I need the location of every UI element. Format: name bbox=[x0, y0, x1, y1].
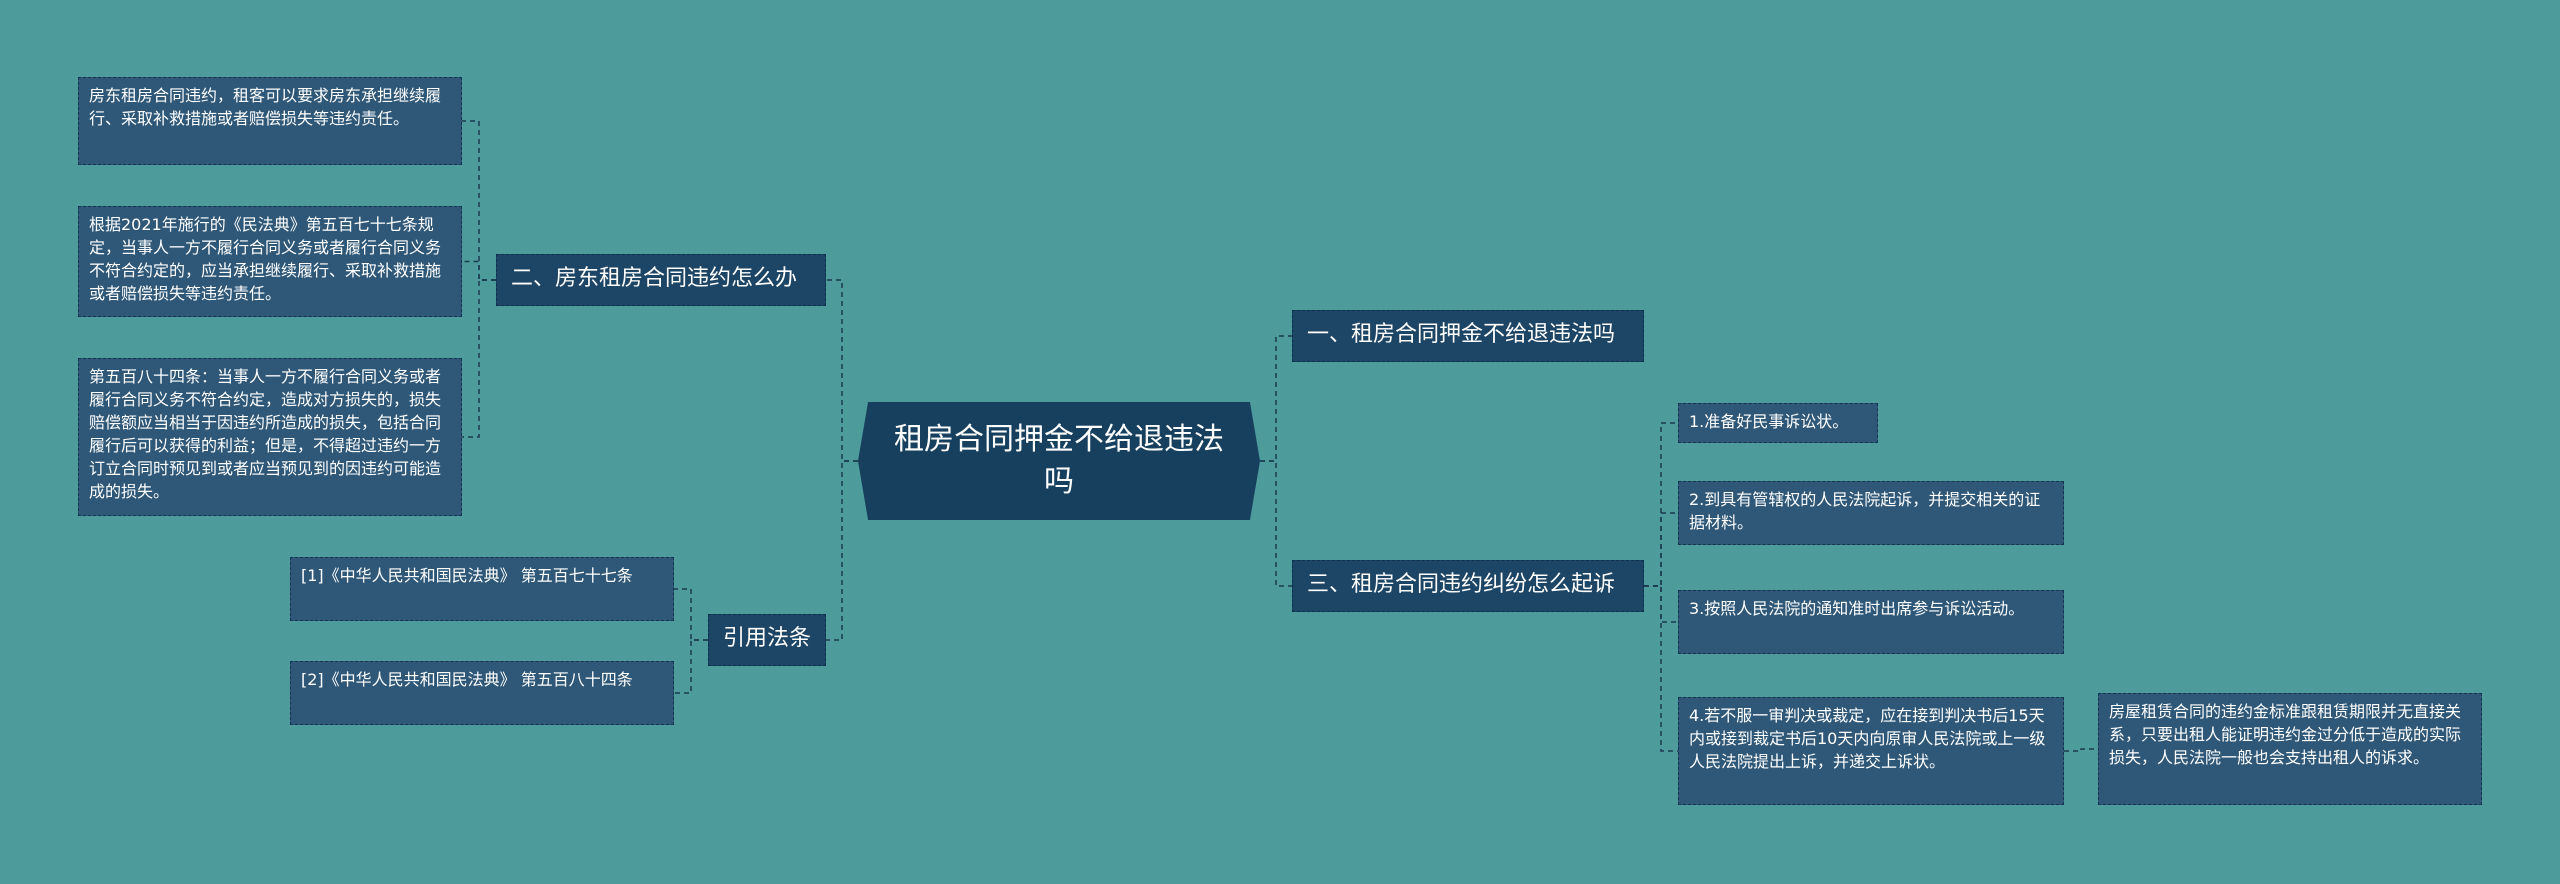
step-item[interactable]: 4.若不服一审判决或裁定，应在接到判决书后15天内或接到裁定书后10天内向原审人… bbox=[1678, 697, 2064, 805]
reference-text: [1]《中华人民共和国民法典》 第五百七十七条 bbox=[301, 566, 633, 585]
branch-cited-laws[interactable]: 引用法条 bbox=[708, 614, 826, 666]
step-text: 2.到具有管辖权的人民法院起诉，并提交相关的证据材料。 bbox=[1689, 490, 2041, 532]
branch-to-step-line bbox=[1644, 512, 1678, 587]
step-sub-note-text: 房屋租赁合同的违约金标准跟租赁期限并无直接关系，只要出租人能证明违约金过分低于造… bbox=[2109, 702, 2462, 767]
branch-how-to-sue-label: 三、租房合同违约纠纷怎么起诉 bbox=[1307, 572, 1616, 597]
branch-landlord-breach[interactable]: 二、房东租房合同违约怎么办 bbox=[496, 254, 826, 306]
step-to-note-line bbox=[2064, 748, 2098, 752]
branch-cited-laws-label: 引用法条 bbox=[723, 626, 812, 651]
branch-deposit-legality-label: 一、租房合同押金不给退违法吗 bbox=[1307, 322, 1616, 347]
branch-to-leaf-line bbox=[462, 120, 496, 281]
root-to-left-branch-line bbox=[826, 279, 858, 462]
leaf-landlord-liability[interactable]: 房东租房合同违约，租客可以要求房东承担继续履行、采取补救措施或者赔偿损失等违约责… bbox=[78, 77, 462, 165]
leaf-text: 根据2021年施行的《民法典》第五百七十七条规定，当事人一方不履行合同义务或者履… bbox=[89, 215, 442, 303]
step-item[interactable]: 1.准备好民事诉讼状。 bbox=[1678, 403, 1878, 443]
root-topic[interactable]: 租房合同押金不给退违法吗 bbox=[858, 402, 1260, 520]
branch-deposit-legality[interactable]: 一、租房合同押金不给退违法吗 bbox=[1292, 310, 1644, 362]
step-item[interactable]: 2.到具有管辖权的人民法院起诉，并提交相关的证据材料。 bbox=[1678, 481, 2064, 545]
root-topic-label: 租房合同押金不给退违法吗 bbox=[894, 422, 1224, 499]
reference-item[interactable]: [1]《中华人民共和国民法典》 第五百七十七条 bbox=[290, 557, 674, 621]
root-to-right-branch-line bbox=[1260, 460, 1292, 587]
branch-to-reference-line bbox=[674, 588, 708, 641]
leaf-text: 第五百八十四条：当事人一方不履行合同义务或者履行合同义务不符合约定，造成对方损失… bbox=[89, 367, 442, 501]
root-to-right-branch-line bbox=[1260, 335, 1292, 462]
root-to-left-branch-line bbox=[826, 460, 858, 641]
branch-to-leaf-line bbox=[462, 260, 496, 281]
leaf-civil-code-577[interactable]: 根据2021年施行的《民法典》第五百七十七条规定，当事人一方不履行合同义务或者履… bbox=[78, 206, 462, 317]
branch-to-leaf-line bbox=[462, 279, 496, 438]
step-text: 1.准备好民事诉讼状。 bbox=[1689, 412, 1849, 431]
branch-how-to-sue[interactable]: 三、租房合同违约纠纷怎么起诉 bbox=[1292, 560, 1644, 612]
leaf-text: 房东租房合同违约，租客可以要求房东承担继续履行、采取补救措施或者赔偿损失等违约责… bbox=[89, 86, 442, 128]
branch-to-step-line bbox=[1644, 585, 1678, 752]
step-item[interactable]: 3.按照人民法院的通知准时出席参与诉讼活动。 bbox=[1678, 590, 2064, 654]
branch-to-step-line bbox=[1644, 422, 1678, 587]
step-text: 4.若不服一审判决或裁定，应在接到判决书后15天内或接到裁定书后10天内向原审人… bbox=[1689, 706, 2046, 771]
branch-landlord-breach-label: 二、房东租房合同违约怎么办 bbox=[511, 266, 798, 291]
step-sub-note[interactable]: 房屋租赁合同的违约金标准跟租赁期限并无直接关系，只要出租人能证明违约金过分低于造… bbox=[2098, 693, 2482, 805]
leaf-civil-code-584[interactable]: 第五百八十四条：当事人一方不履行合同义务或者履行合同义务不符合约定，造成对方损失… bbox=[78, 358, 462, 516]
branch-to-reference-line bbox=[674, 639, 708, 694]
reference-item[interactable]: [2]《中华人民共和国民法典》 第五百八十四条 bbox=[290, 661, 674, 725]
reference-text: [2]《中华人民共和国民法典》 第五百八十四条 bbox=[301, 670, 633, 689]
step-text: 3.按照人民法院的通知准时出席参与诉讼活动。 bbox=[1689, 599, 2025, 618]
